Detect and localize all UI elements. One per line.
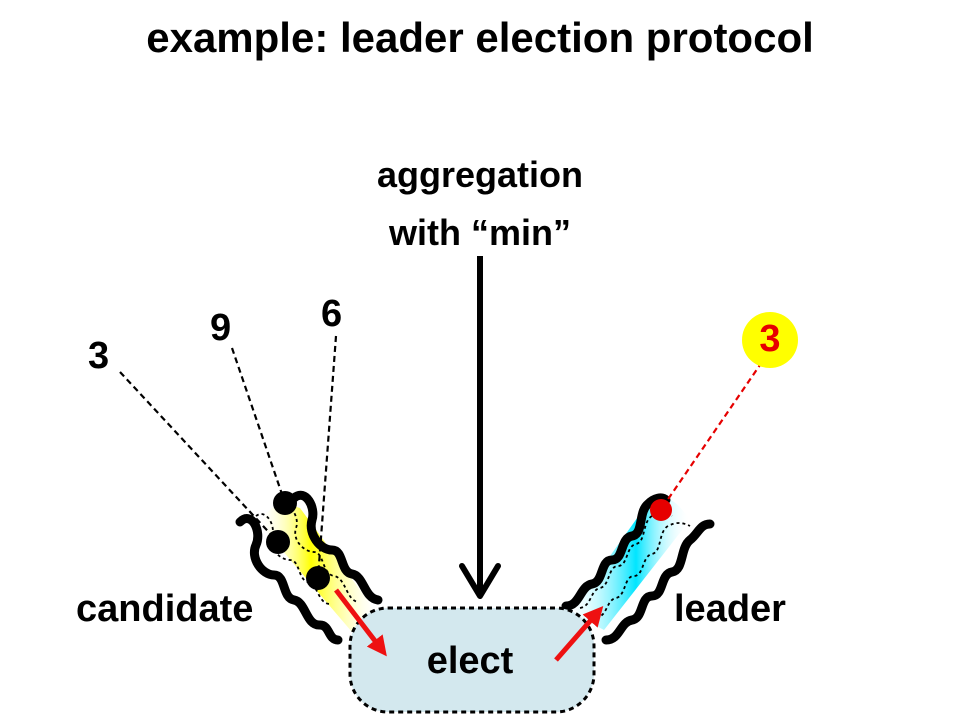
diagram-title: example: leader election protocol [146,14,814,61]
leader-value: 3 [759,318,781,360]
candidate-token-6 [306,566,330,590]
elect-to-leader-arrow [554,605,604,662]
aggregation-arrowhead [459,563,501,599]
leader-wavy-border-left [561,493,671,611]
elect-label: elect [426,640,514,682]
leader-value-line [661,361,763,509]
leader-wavy-inner-2 [595,522,691,619]
leader-band [570,497,690,630]
candidate-token-3 [266,530,290,554]
candidate-value: 3 [88,335,110,377]
candidate-wavy-border-left [235,514,343,645]
candidate-value: 6 [321,293,343,335]
value-line-9 [230,347,287,504]
value-line-3 [119,371,279,543]
leader-value-highlight [742,312,798,368]
value-line-6 [316,335,338,579]
candidate-wavy-border-right [289,491,383,605]
candidate-token-9 [273,491,297,515]
aggregation-line-1: aggregation [376,154,583,195]
leader-wavy-inner-1 [579,512,673,609]
leader-wavy-border-right [601,519,715,645]
elect-box [348,606,596,714]
aggregation-line-2: with “min” [389,212,571,253]
aggregation-label: aggregation with “min” [330,146,630,262]
leader-label: leader [674,588,786,630]
candidate-label: candidate [76,588,254,630]
leader-token [650,499,672,521]
candidate-value: 9 [210,307,232,349]
candidate-to-elect-arrow [334,588,387,657]
candidate-wavy-inner-1 [255,513,331,605]
candidate-wavy-inner-2 [279,505,359,603]
